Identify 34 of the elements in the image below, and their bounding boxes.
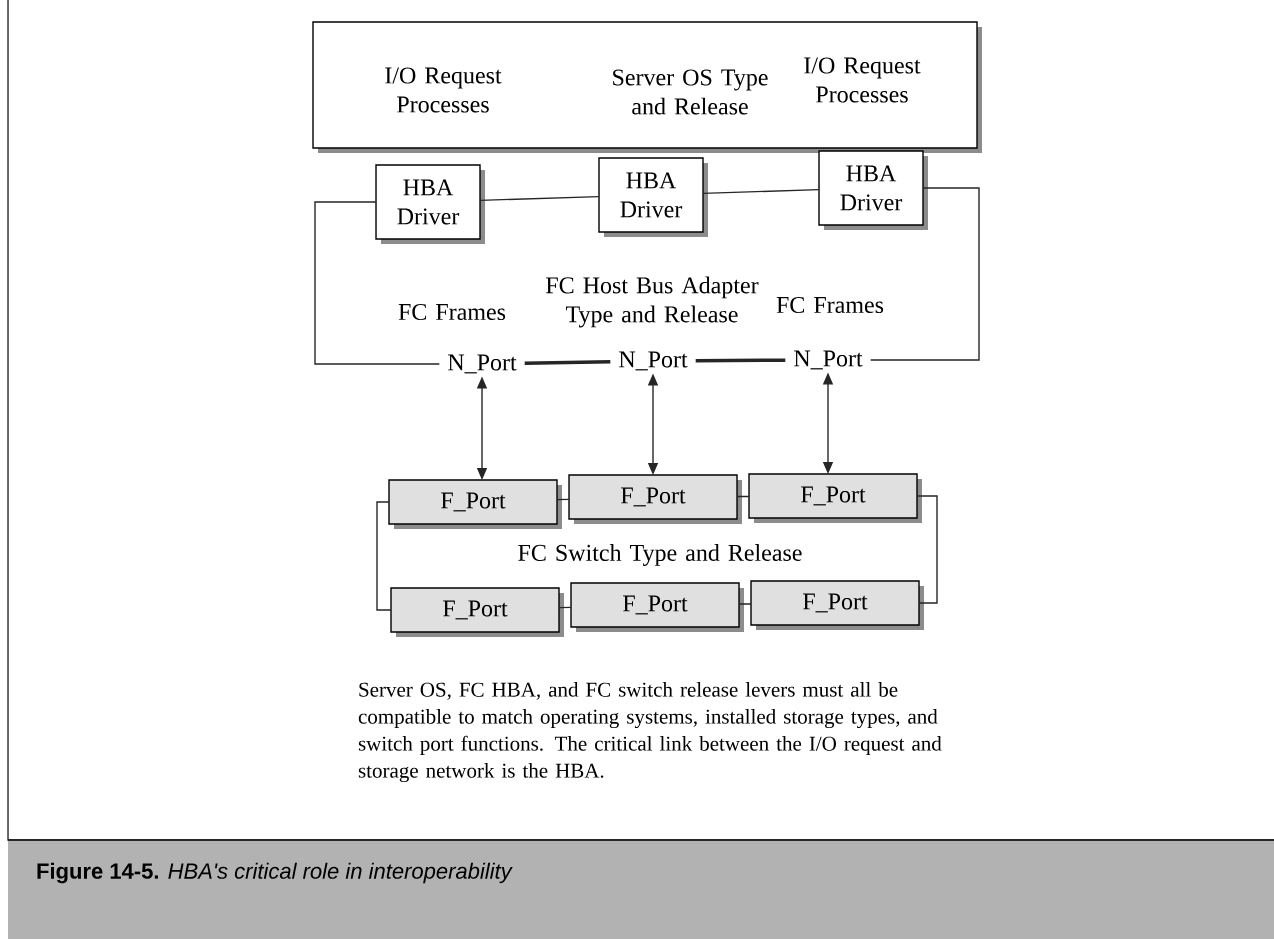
- connector-line: [869, 187, 980, 361]
- connector-line: [558, 606, 572, 609]
- connector-line: [702, 188, 820, 195]
- port-label: N_Port: [610, 348, 696, 374]
- diagram-label: FC Host Bus Adapter Type and Release: [546, 276, 759, 328]
- port-box: F_Port: [390, 587, 564, 637]
- connector-line: [556, 498, 570, 501]
- box-text: Server OS Type and Release: [613, 69, 768, 115]
- diagram-label: FC Frames: [398, 303, 506, 321]
- driver-box: HBA Driver: [598, 157, 708, 237]
- driver-box: HBA Driver: [375, 164, 485, 244]
- connector-line: [695, 358, 786, 363]
- connector-line: [916, 495, 938, 604]
- port-box: F_Port: [568, 474, 742, 524]
- port-label: N_Port: [785, 347, 871, 373]
- port-box: F_Port: [388, 479, 562, 529]
- connector-line: [524, 360, 611, 365]
- connector-line: [479, 195, 600, 202]
- diagram-label: FC Frames: [776, 296, 884, 314]
- diagram-label: FC Switch Type and Release: [518, 544, 802, 566]
- connector-line: [314, 201, 441, 365]
- box-text: I/O Request Processes: [804, 57, 921, 103]
- connector-line: [736, 495, 750, 498]
- port-box: F_Port: [748, 473, 922, 523]
- port-box: F_Port: [750, 580, 924, 630]
- caption-bar: Figure 14-5. HBA's critical role in interoperability: [7, 839, 1274, 939]
- note-text: Server OS, FC HBA, and FC switch release levers must all be compatible to match operating systems, installed storage types, and switch port functions. The critical link between the I/O request and storage network is the HBA.: [358, 682, 942, 783]
- connector-line: [738, 603, 752, 605]
- port-box: F_Port: [570, 582, 744, 632]
- box-text: I/O Request Processes: [385, 67, 502, 113]
- connector-line: [376, 501, 392, 611]
- server-box: [312, 21, 982, 153]
- driver-box: HBA Driver: [818, 150, 928, 230]
- port-label: N_Port: [439, 351, 525, 377]
